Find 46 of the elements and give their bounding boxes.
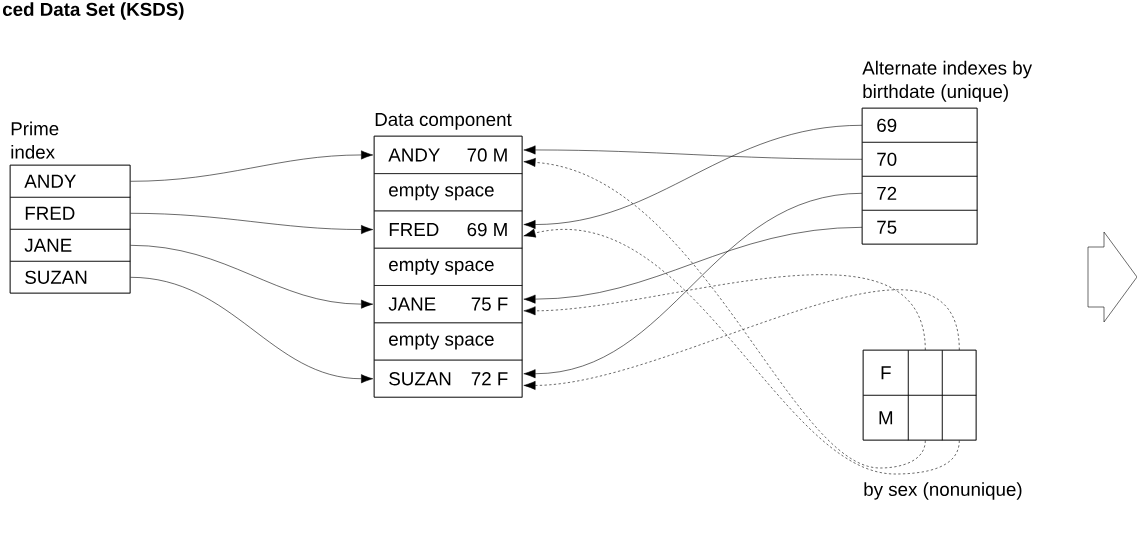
value-text: 72 F: [471, 372, 508, 386]
title: ced Data Set (KSDS): [2, 2, 184, 20]
arrow: [130, 277, 374, 384]
table-row: [374, 359, 523, 398]
value-text: 75 F: [471, 297, 508, 311]
table-row: 72: [862, 176, 978, 211]
heading: Prime index: [11, 121, 59, 159]
table-cell: [942, 350, 977, 396]
heading: by sex (nonunique): [864, 482, 1022, 500]
table-row: SUZAN: [10, 261, 131, 294]
table-row: ANDY: [10, 165, 131, 198]
table-row: empty space: [374, 247, 523, 286]
name-text: SUZAN: [389, 372, 451, 386]
table-row: 69: [862, 108, 978, 143]
table-row: [374, 136, 523, 174]
arrow: [523, 193, 863, 379]
table-row: 70: [862, 142, 978, 177]
table-row: [374, 210, 523, 249]
arrow: [130, 213, 374, 235]
table-row: empty space: [374, 322, 523, 361]
table-row: JANE: [10, 229, 131, 262]
table-row: [374, 285, 523, 324]
name-text: JANE: [388, 297, 436, 311]
arrow: [523, 145, 863, 160]
table-cell: [908, 395, 943, 441]
value-text: 70 M: [467, 148, 507, 162]
table-cell: F: [863, 350, 909, 396]
dashed-arrow: [523, 274, 926, 351]
table-row: 75: [862, 210, 978, 245]
arrow: [523, 125, 863, 230]
name-text: FRED: [389, 223, 439, 236]
table-cell: [908, 350, 943, 396]
table-row: empty space: [374, 173, 523, 212]
arrow: [130, 150, 374, 182]
heading: Alternate indexes by birthdate (unique): [862, 60, 1032, 102]
dashed-arrow: [523, 290, 960, 390]
heading: Data component: [375, 113, 512, 130]
dashed-arrow: [523, 228, 960, 475]
arrow: [523, 227, 863, 304]
name-text: ANDY: [388, 148, 440, 162]
table-cell: M: [863, 395, 909, 441]
value-text: 69 M: [467, 222, 507, 237]
arrow: [130, 245, 374, 309]
table-row: FRED: [10, 197, 131, 230]
dashed-arrow: [523, 157, 926, 469]
table-cell: [942, 395, 977, 441]
